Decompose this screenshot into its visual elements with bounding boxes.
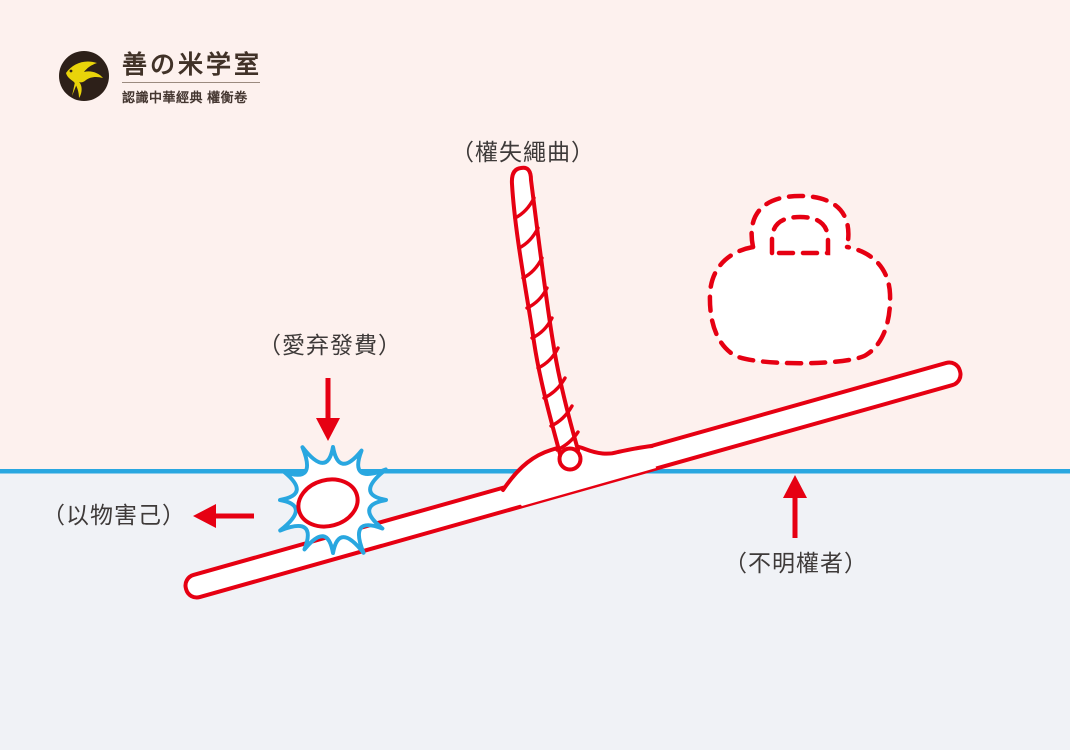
bird-icon xyxy=(59,51,109,101)
dashed-weight-outline xyxy=(707,193,893,366)
label-rope-top: （權失繩曲） xyxy=(451,139,595,165)
rope-beam-junction xyxy=(501,444,656,506)
logo-divider xyxy=(122,82,260,84)
rope-strand-lines xyxy=(513,196,580,452)
splash-burst xyxy=(278,445,388,555)
logo-title: 善の米学室 xyxy=(122,50,263,79)
left-arrow-icon xyxy=(193,504,254,528)
splash-oval xyxy=(296,477,360,529)
down-arrow-icon xyxy=(316,378,340,441)
twisted-rope xyxy=(509,165,583,472)
label-splash: （愛弃發費） xyxy=(258,332,402,358)
water-background xyxy=(0,472,1070,750)
up-arrow-icon xyxy=(783,475,807,538)
label-right: （不明權者） xyxy=(724,550,868,576)
label-left: （以物害己） xyxy=(42,502,186,528)
logo-subtitle: 認識中華經典 權衡卷 xyxy=(122,90,248,106)
rope-ring xyxy=(557,446,583,472)
brand-logo: 善の米学室 認識中華經典 權衡卷 xyxy=(58,50,262,106)
